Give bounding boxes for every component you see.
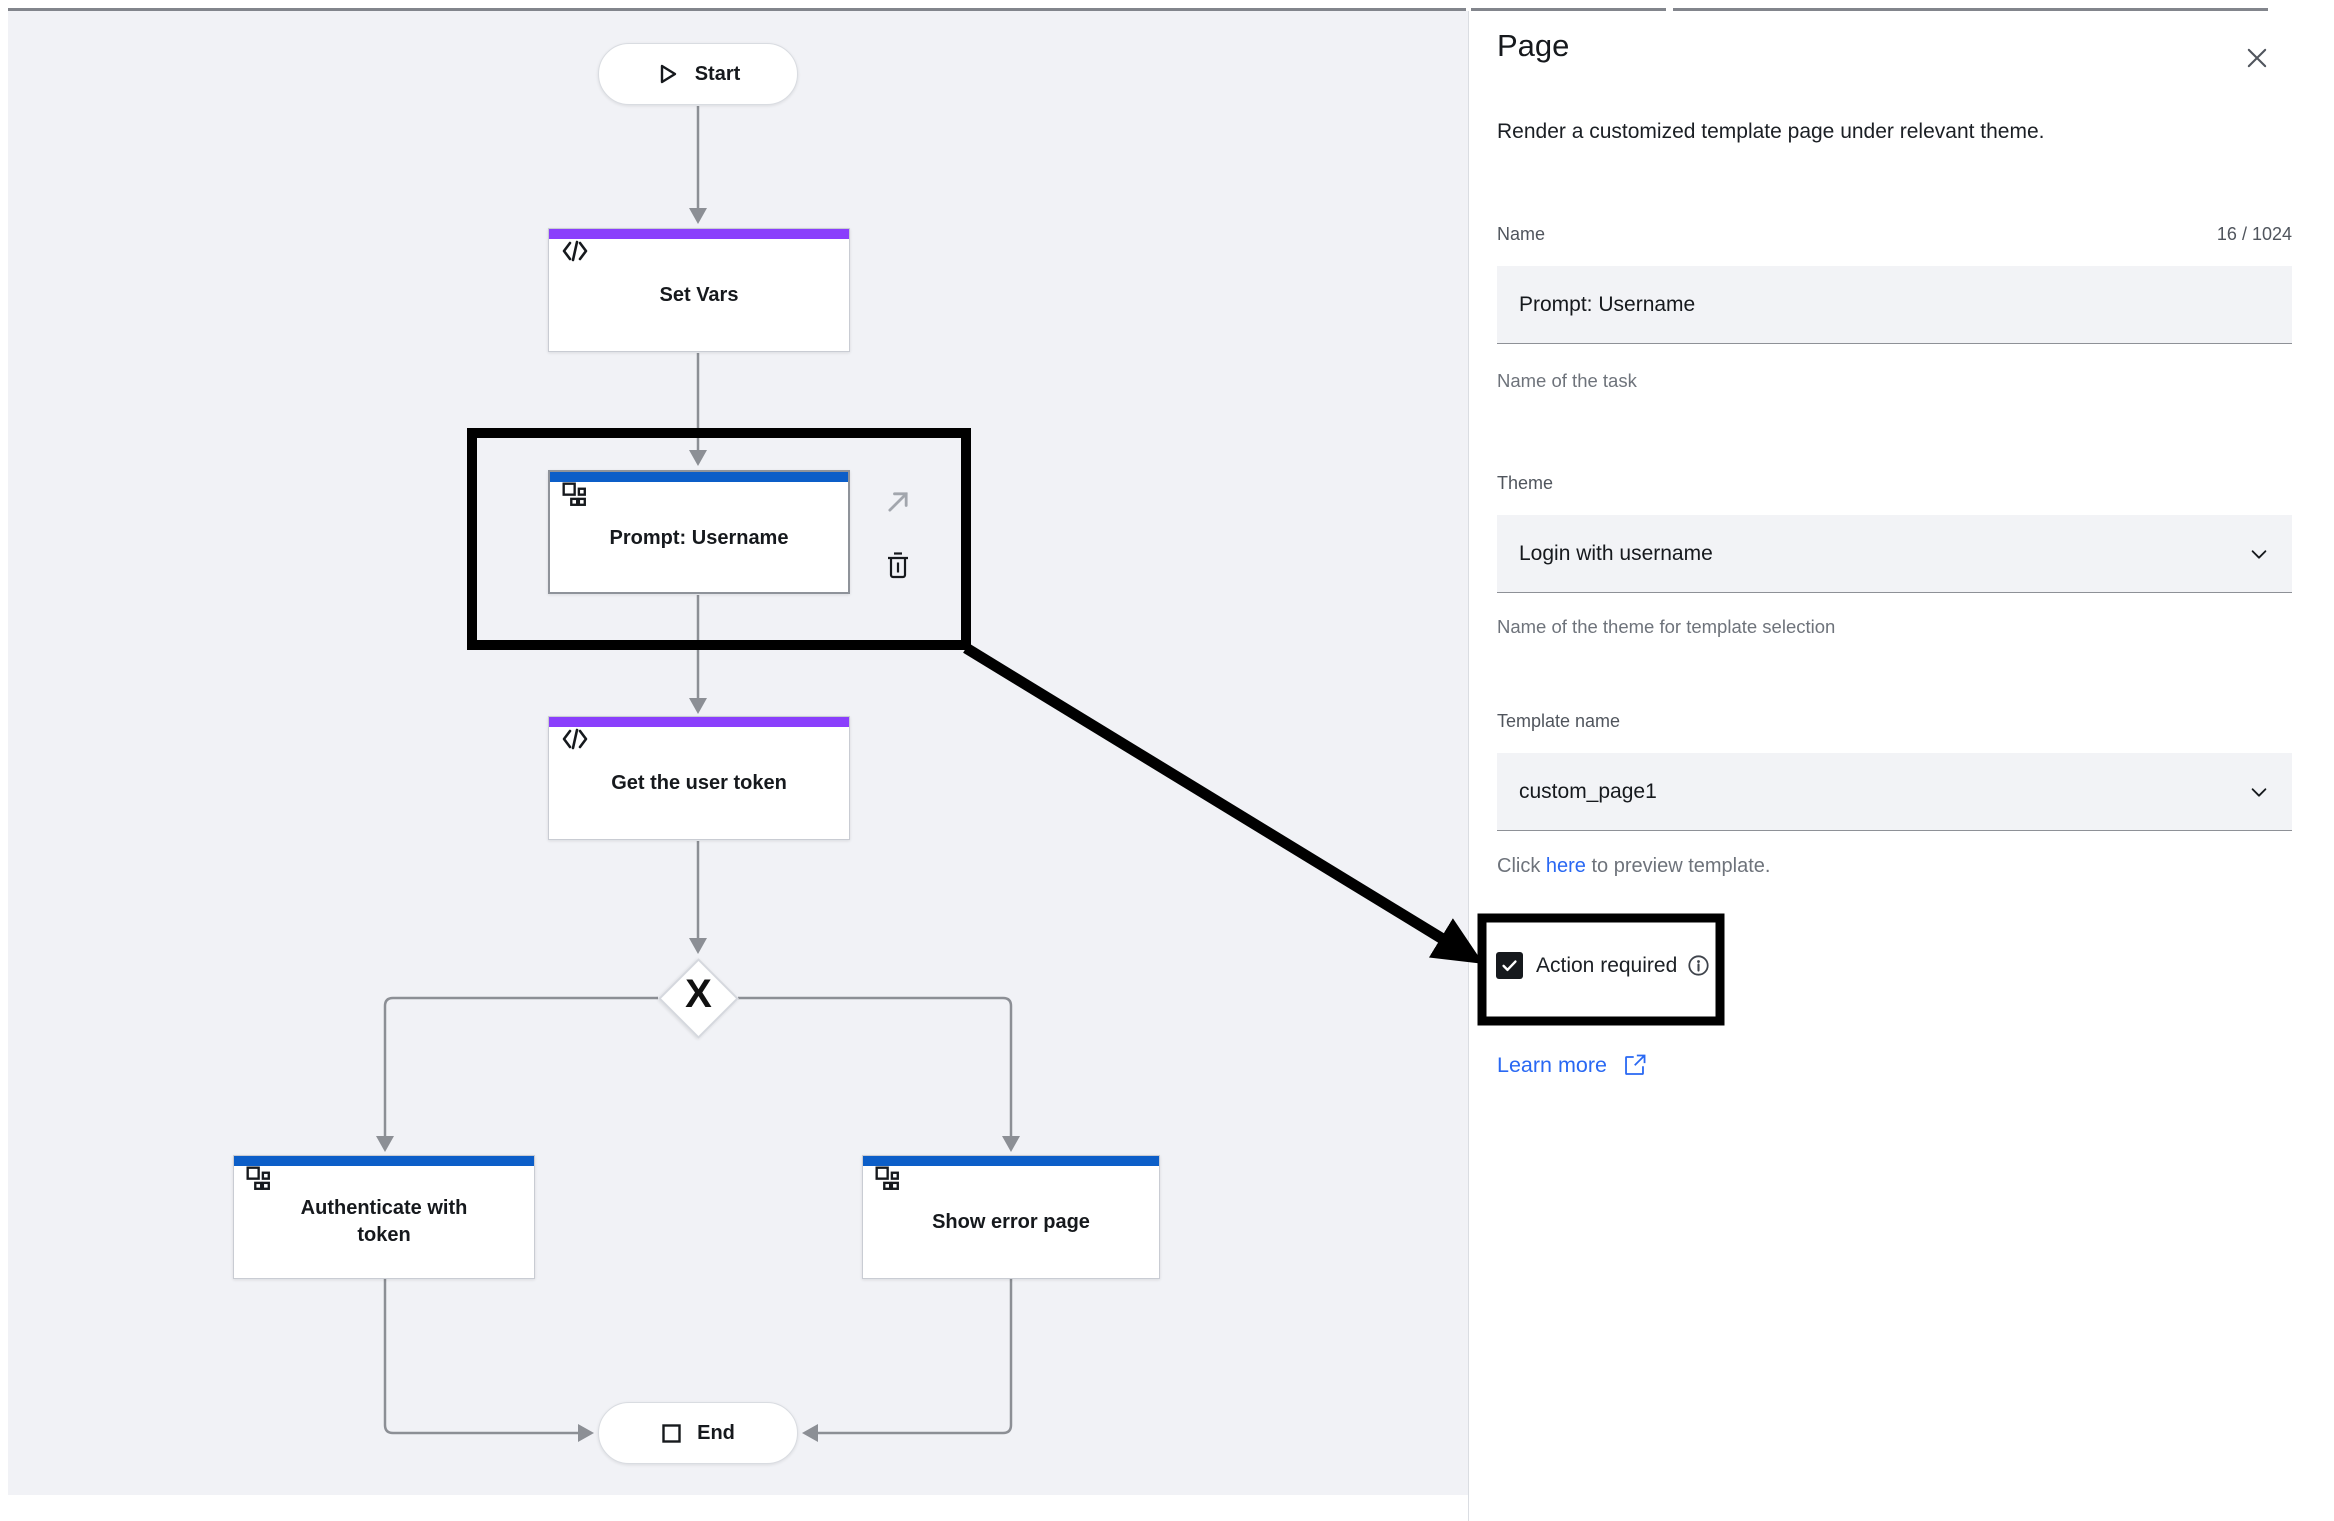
checkmark-icon (1502, 960, 1517, 972)
node-accent-bar (549, 229, 849, 239)
node-get-user-token[interactable]: Get the user token (548, 716, 850, 840)
node-set-vars[interactable]: Set Vars (548, 228, 850, 352)
theme-select-value: Login with username (1519, 541, 1713, 565)
launch-icon (1625, 1054, 1646, 1075)
node-authenticate-with-token[interactable]: Authenticate with token (233, 1155, 535, 1279)
chevron-down-icon (2251, 787, 2267, 797)
panel-description: Render a customized template page under … (1497, 120, 2045, 143)
theme-select[interactable]: Login with username (1497, 515, 2292, 593)
name-char-counter: 16 / 1024 (2216, 224, 2292, 244)
panel-divider (1468, 11, 1469, 1521)
helper-prefix: Click (1497, 855, 1546, 877)
close-icon (2247, 48, 2267, 68)
node-label: Authenticate with token (300, 1197, 468, 1246)
action-required-info[interactable] (1687, 954, 1710, 977)
node-label: Set Vars (659, 283, 739, 306)
theme-helper-text: Name of the theme for template selection (1497, 616, 1836, 637)
code-icon (561, 727, 589, 756)
close-panel-button[interactable] (2242, 44, 2272, 74)
code-icon (561, 239, 589, 268)
node-accent-bar (863, 1156, 1159, 1166)
node-label: Get the user token (611, 771, 787, 794)
node-start[interactable]: Start (598, 43, 798, 105)
template-select-value: custom_page1 (1519, 779, 1657, 803)
node-label: End (697, 1421, 735, 1444)
learn-more-label: Learn more (1497, 1053, 1607, 1077)
window-top-border (8, 8, 1466, 11)
properties-panel: Page Render a customized template page u… (1469, 0, 2334, 1521)
action-required-label: Action required (1536, 953, 1678, 977)
name-field-label: Name (1497, 224, 1546, 244)
node-accent-bar (234, 1156, 534, 1166)
template-icon (246, 1166, 273, 1198)
stop-square-icon (662, 1423, 681, 1443)
learn-more-link[interactable]: Learn more (1497, 1053, 1647, 1078)
node-label: Prompt: Username (609, 526, 789, 549)
panel-title: Page (1497, 28, 1570, 63)
action-required-checkbox[interactable] (1496, 952, 1523, 979)
chevron-down-icon (2251, 549, 2267, 559)
info-icon (1688, 955, 1709, 976)
template-select[interactable]: custom_page1 (1497, 753, 2292, 831)
template-icon (875, 1166, 902, 1198)
action-required-row: Action required (1496, 952, 1710, 979)
name-input[interactable] (1497, 266, 2292, 344)
delete-node-button[interactable] (882, 548, 914, 585)
node-accent-bar (550, 472, 848, 482)
play-icon (660, 64, 676, 84)
trash-icon (888, 552, 908, 579)
preview-template-link[interactable]: here (1545, 855, 1586, 877)
window-top-border (1471, 8, 1666, 11)
decision-x-label: X (685, 972, 712, 1016)
open-node-button[interactable] (884, 488, 912, 519)
node-label: Show error page (932, 1210, 1090, 1233)
arrow-up-right-icon (888, 492, 908, 512)
theme-field-label: Theme (1497, 473, 1554, 493)
window-top-border (1673, 8, 2268, 11)
template-field-label: Template name (1497, 711, 1621, 731)
name-helper-text: Name of the task (1497, 370, 1637, 391)
node-show-error-page[interactable]: Show error page (862, 1155, 1160, 1279)
node-accent-bar (549, 717, 849, 727)
template-helper-text: Click here to preview template. (1497, 855, 1770, 878)
node-prompt-username[interactable]: Prompt: Username (548, 470, 850, 594)
node-label: Start (694, 62, 741, 85)
node-end[interactable]: End (598, 1402, 798, 1464)
helper-suffix: to preview template. (1585, 855, 1771, 877)
